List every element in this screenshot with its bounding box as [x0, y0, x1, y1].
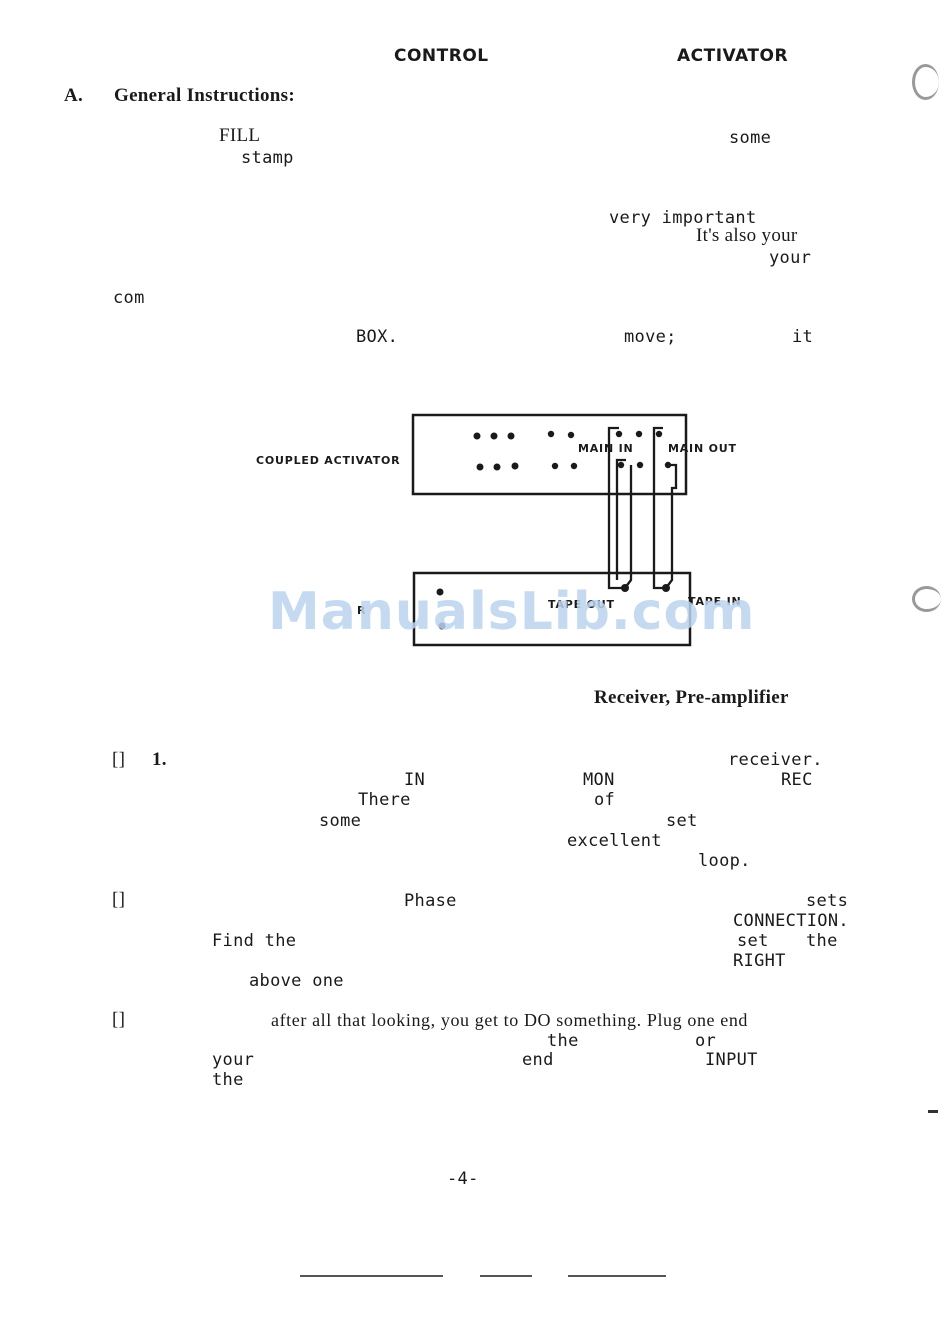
- step1-rec: REC: [781, 770, 813, 790]
- activator-box: [411, 413, 688, 496]
- footer-rule-2: [480, 1275, 532, 1277]
- label-tape-in: TAPE IN: [688, 595, 741, 608]
- caption-receiver-preamp: Receiver, Pre-amplifier: [594, 687, 789, 708]
- text-some: some: [729, 128, 772, 148]
- step3-or: or: [695, 1031, 717, 1051]
- step1-there: There: [358, 790, 411, 810]
- text-it: it: [792, 327, 814, 347]
- page-number: -4-: [447, 1169, 479, 1189]
- step2-right: RIGHT: [733, 951, 786, 971]
- step1-loop: loop.: [698, 851, 751, 871]
- step2-checkbox[interactable]: []: [112, 889, 126, 910]
- text-your: your: [769, 248, 812, 268]
- label-coupled-activator: COUPLED ACTIVATOR: [256, 454, 400, 467]
- step2-sets: sets: [806, 891, 849, 911]
- label-tape-out: TAPE OUT: [548, 598, 615, 611]
- edge-mark: [928, 1110, 938, 1113]
- step3-end: end: [522, 1050, 554, 1070]
- text-com: com: [113, 288, 145, 308]
- receiver-box: [412, 571, 692, 647]
- step1-checkbox[interactable]: []: [112, 749, 126, 770]
- step2-set: set: [737, 931, 769, 951]
- step1-excellent: excellent: [567, 831, 662, 851]
- text-fill: FILL: [219, 125, 261, 146]
- label-main-in: MAIN IN: [578, 442, 634, 455]
- step1-some: some: [319, 811, 362, 831]
- header-control: CONTROL: [394, 46, 489, 66]
- step2-phase: Phase: [404, 891, 457, 911]
- step1-receiver: receiver.: [728, 750, 823, 770]
- text-move: move;: [624, 327, 677, 347]
- step2-above-one: above one: [249, 971, 344, 991]
- footer-rule-3: [568, 1275, 666, 1277]
- step1-set: set: [666, 811, 698, 831]
- text-very-important: very important: [609, 208, 757, 228]
- step2-the: the: [806, 931, 838, 951]
- patch-cables: [607, 426, 678, 590]
- section-title: General Instructions:: [114, 85, 295, 106]
- step1-of: of: [594, 790, 616, 810]
- binder-hole-top: [912, 64, 939, 100]
- footer-rule-1: [300, 1275, 443, 1277]
- wiring-diagram: COUPLED ACTIVATOR MAIN IN MAIN OUT R TAP…: [256, 413, 741, 647]
- text-stamp: stamp: [241, 148, 294, 168]
- step3-the: the: [547, 1031, 579, 1051]
- section-letter: A.: [64, 85, 84, 106]
- step1-in: IN: [404, 770, 426, 790]
- step3-line1: after all that looking, you get to DO so…: [271, 1010, 749, 1030]
- activator-jacks: [473, 430, 672, 471]
- binder-hole-middle: [912, 586, 941, 612]
- step3-your: your: [212, 1050, 255, 1070]
- text-box: BOX.: [356, 327, 399, 347]
- step3-the2: the: [212, 1070, 244, 1090]
- step1-number: 1.: [152, 749, 167, 770]
- step1-mon: MON: [583, 770, 615, 790]
- header-activator: ACTIVATOR: [677, 46, 789, 66]
- label-main-out: MAIN OUT: [668, 442, 737, 455]
- receiver-jacks: [436, 584, 670, 630]
- step2-find-the: Find the: [212, 931, 297, 951]
- step3-input: INPUT: [705, 1050, 758, 1070]
- step3-checkbox[interactable]: []: [112, 1009, 126, 1030]
- step2-connection: CONNECTION.: [733, 911, 849, 931]
- watermark: ManualsLib.com: [268, 582, 756, 642]
- label-receiver: R: [357, 604, 366, 617]
- text-its-also-your: It's also your: [696, 225, 798, 246]
